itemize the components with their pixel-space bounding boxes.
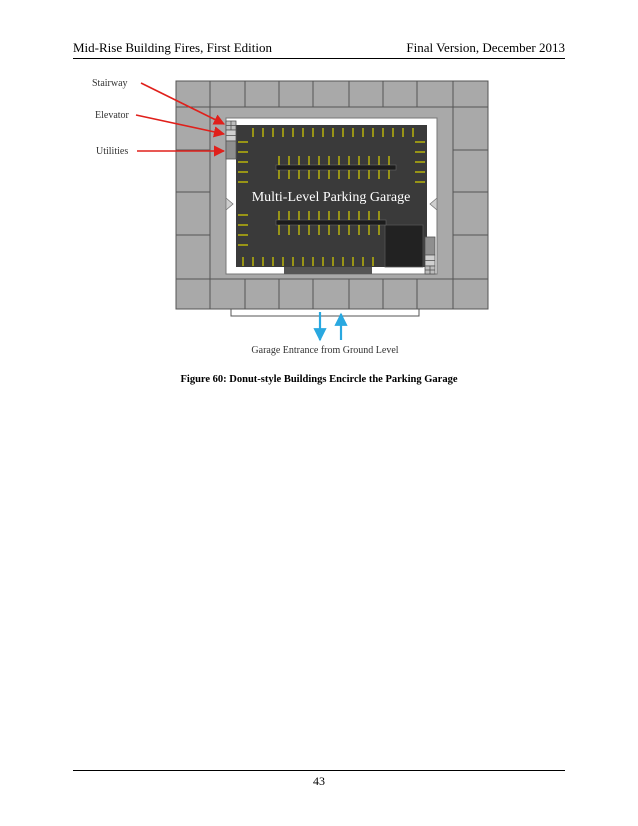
building-core-bottom-right: [424, 236, 436, 275]
elevator-arrow: [135, 114, 226, 138]
page-number: 43: [313, 774, 325, 788]
building-core-top-left: [225, 120, 237, 160]
entrance-arrows: [313, 312, 348, 342]
running-header-version: Final Version, December 2013: [406, 40, 565, 55]
header-rule: [73, 58, 565, 59]
stairway-label: Stairway: [92, 78, 128, 89]
garage-title-label: Multi-Level Parking Garage: [252, 190, 411, 205]
parking-garage: [236, 125, 427, 274]
footer-rule: [73, 770, 565, 771]
entrance-label: Garage Entrance from Ground Level: [251, 345, 398, 356]
stairway-arrow: [140, 82, 226, 125]
utilities-label: Utilities: [96, 146, 128, 157]
callout-arrows: [135, 82, 226, 157]
entrance-bracket: [230, 309, 420, 317]
figure-caption: Figure 60: Donut-style Buildings Encircl…: [180, 374, 458, 385]
elevator-label: Elevator: [95, 110, 130, 121]
donut-building-diagram: Multi-Level Parking Garage Stairway Elev…: [92, 78, 489, 356]
running-header-title: Mid-Rise Building Fires, First Edition: [73, 40, 272, 55]
figure: Multi-Level Parking Garage Stairway Elev…: [73, 70, 533, 375]
